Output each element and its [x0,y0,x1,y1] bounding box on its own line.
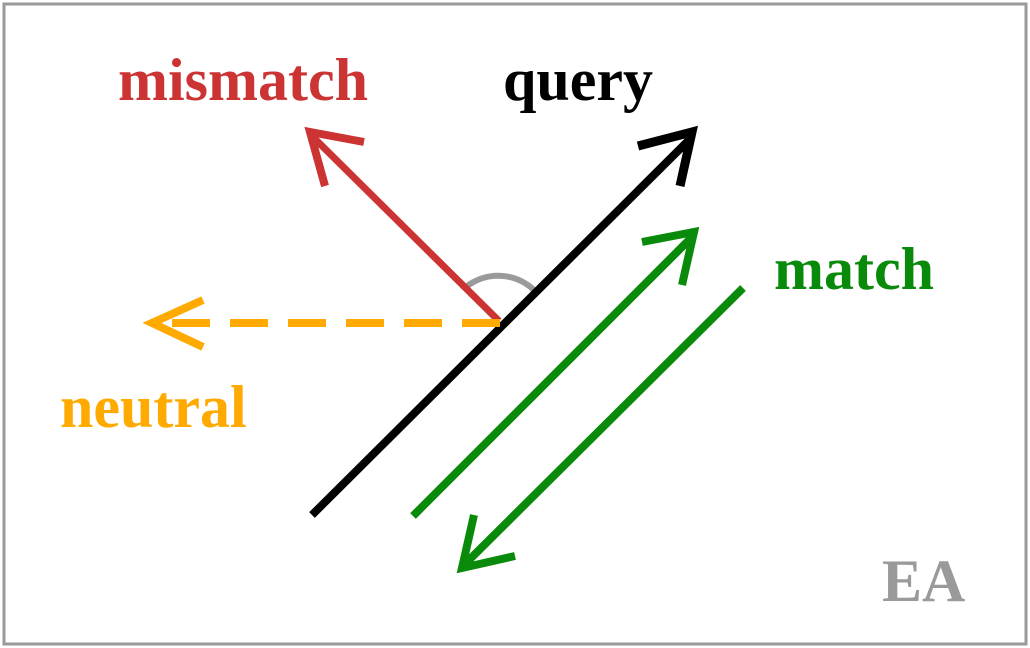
neutral-label: neutral [60,374,247,440]
match-label: match [774,236,934,302]
neutral-arrow [142,296,500,351]
query-arrow-shaft [309,134,695,518]
match-arrow-down-shaft [460,285,746,569]
mismatch-label: mismatch [118,47,368,113]
query-arrowhead [636,125,698,187]
mismatch-arrowhead [304,126,365,188]
neutral-arrowhead [142,296,205,351]
match-arrow-up-shaft [410,234,695,519]
angle-arc [464,272,538,294]
match-arrow-down-head [456,514,516,574]
badge-label: EA [882,548,965,614]
match-arrow-up-head [641,226,700,286]
query-arrow [309,125,698,518]
mismatch-arrow [304,126,502,324]
match-arrow-up [410,226,700,519]
query-label: query [503,47,653,113]
match-arrow-down [456,285,746,574]
mismatch-arrow-shaft [309,133,502,324]
